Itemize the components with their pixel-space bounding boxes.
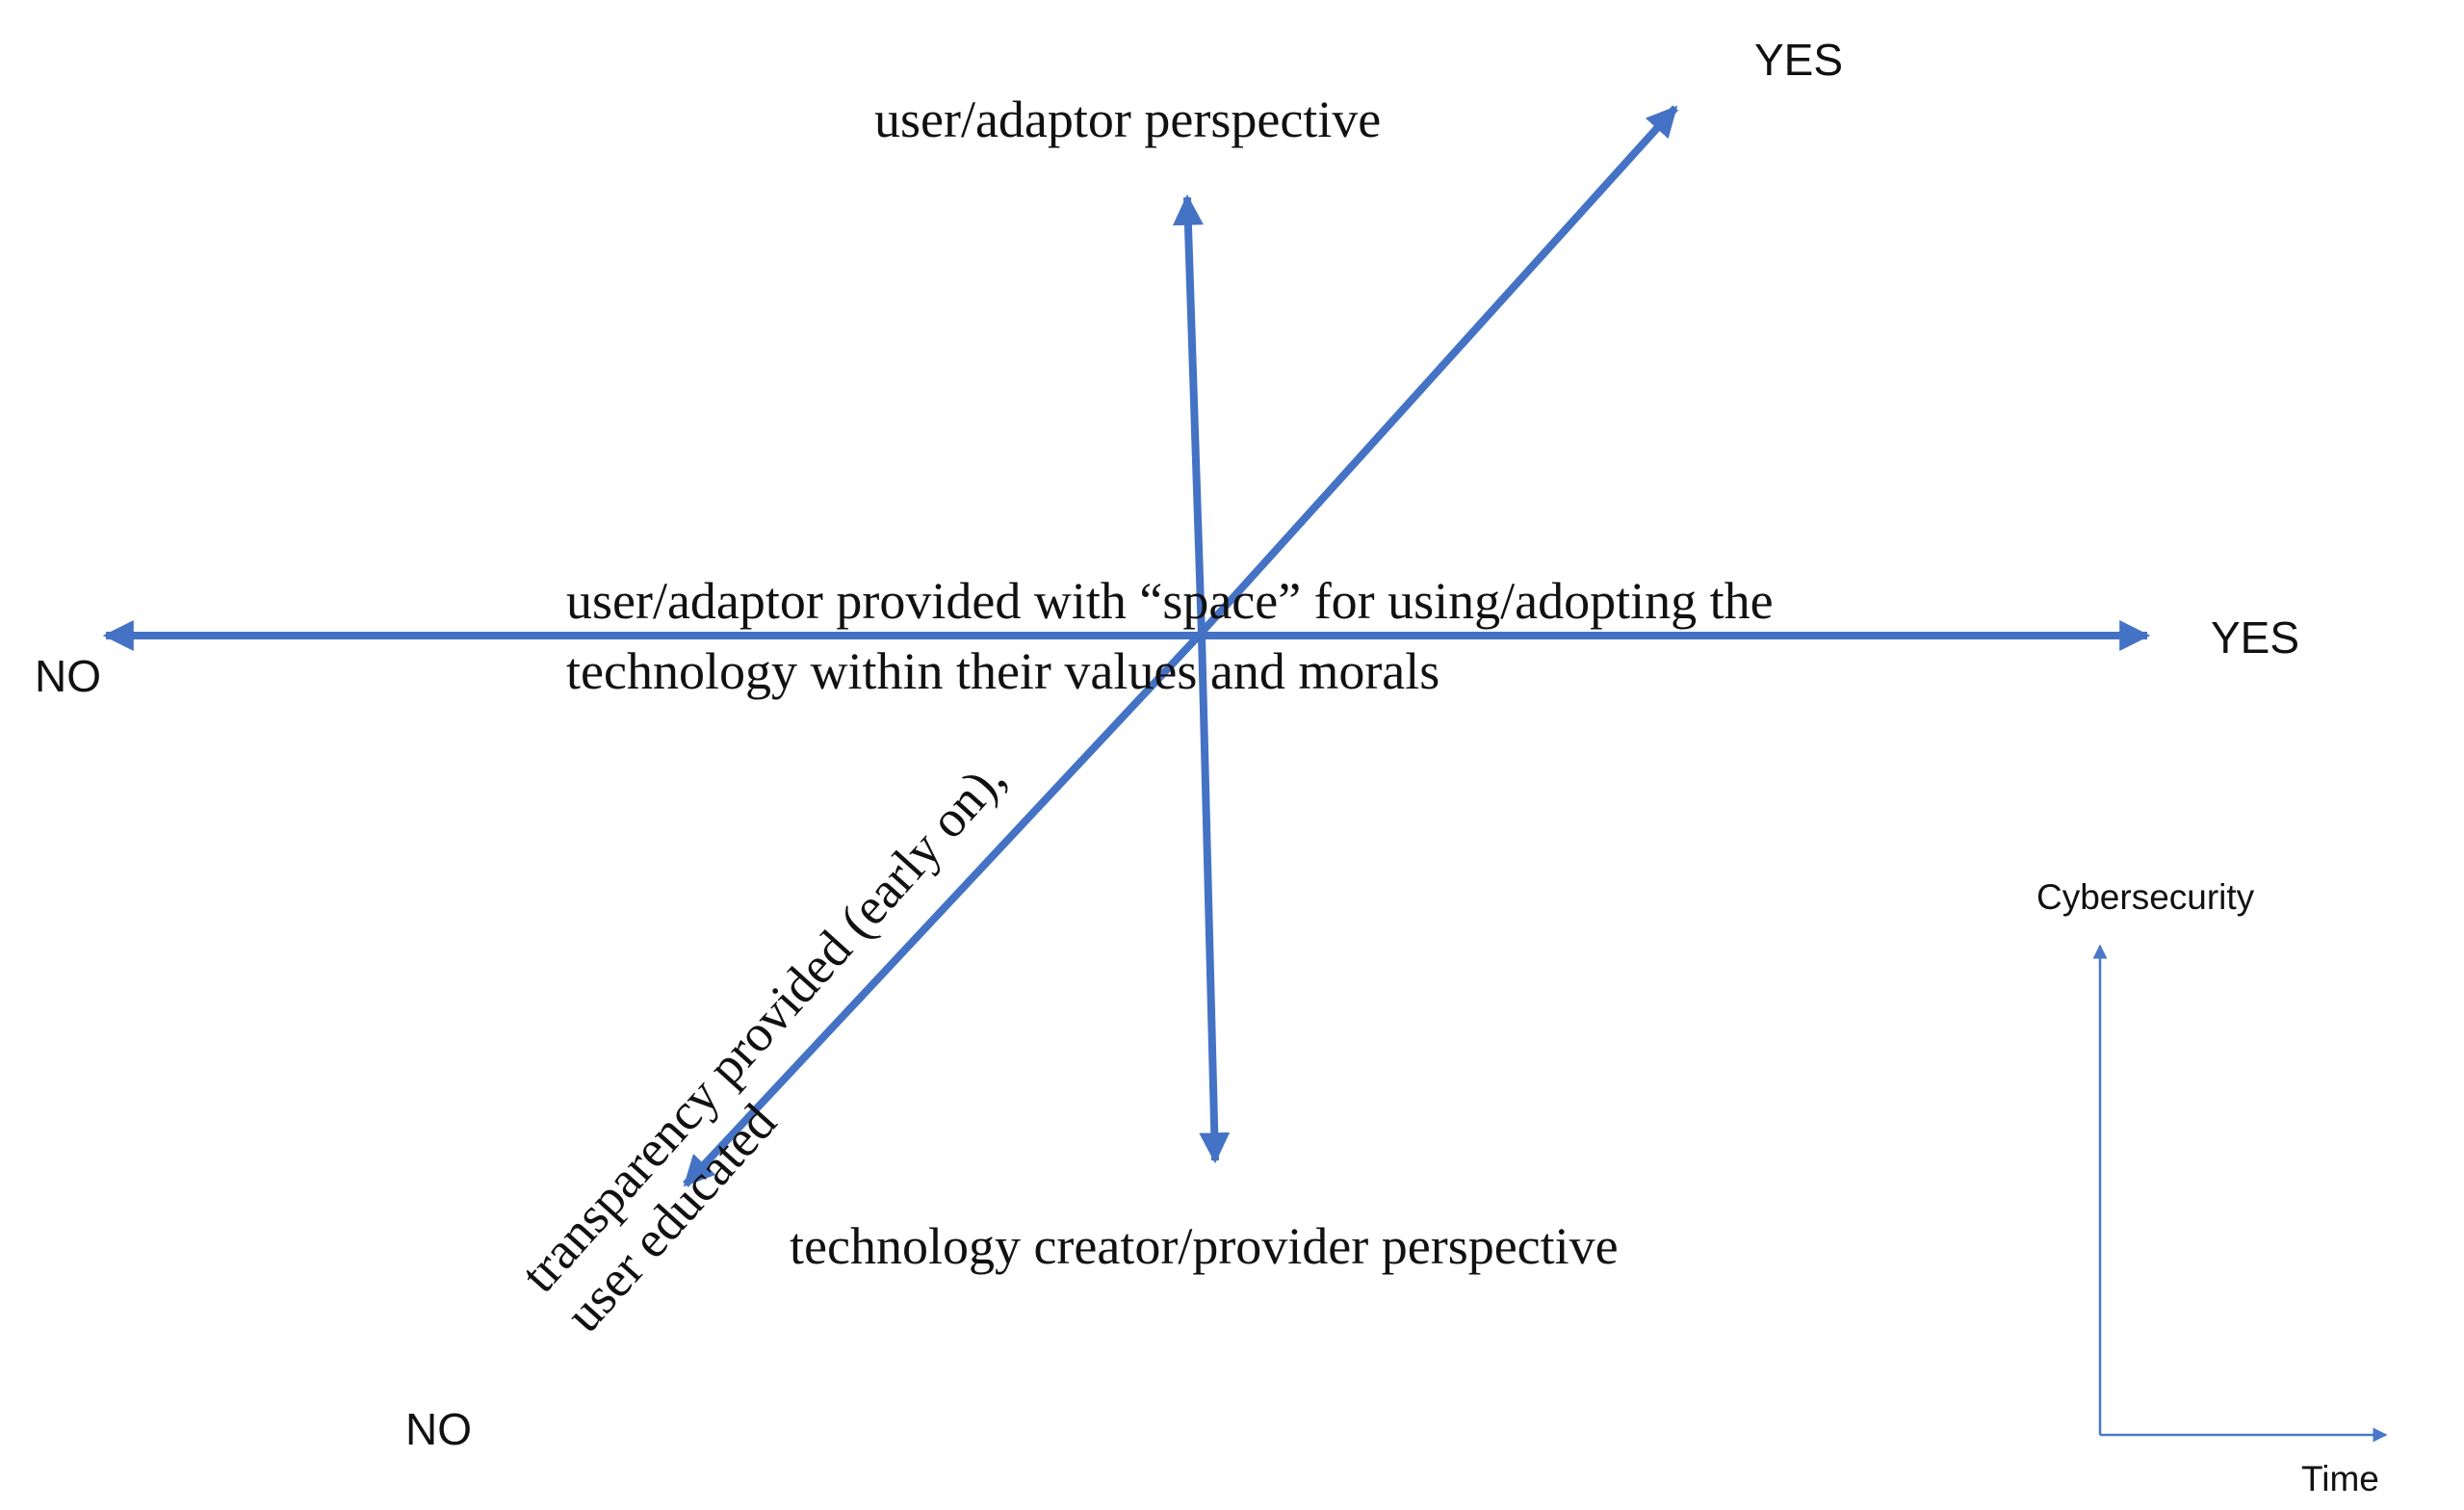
vertical-axis-arrow-up <box>1172 194 1206 637</box>
bottom-no-label: NO <box>405 1404 472 1454</box>
top-yes-label: YES <box>1754 35 1843 85</box>
diagonal-axis-arrow-down <box>683 633 1202 1187</box>
horizontal-label-line1: user/adaptor provided with “space” for u… <box>566 572 1774 630</box>
cybersecurity-time-inset: Cybersecurity Time <box>2036 877 2388 1498</box>
diagonal-axis-arrow-up <box>1196 105 1678 638</box>
vertical-bottom-label: technology creator/provider perspective <box>790 1217 1619 1275</box>
left-no-label: NO <box>35 651 101 701</box>
inset-x-label: Time <box>2301 1459 2379 1498</box>
right-yes-label: YES <box>2211 612 2299 663</box>
horizontal-label-line2: technology within their values and moral… <box>566 642 1439 700</box>
vertical-axis-arrow-down <box>1198 635 1231 1164</box>
vertical-top-label: user/adaptor perspective <box>874 91 1381 148</box>
inset-y-label: Cybersecurity <box>2036 877 2255 917</box>
